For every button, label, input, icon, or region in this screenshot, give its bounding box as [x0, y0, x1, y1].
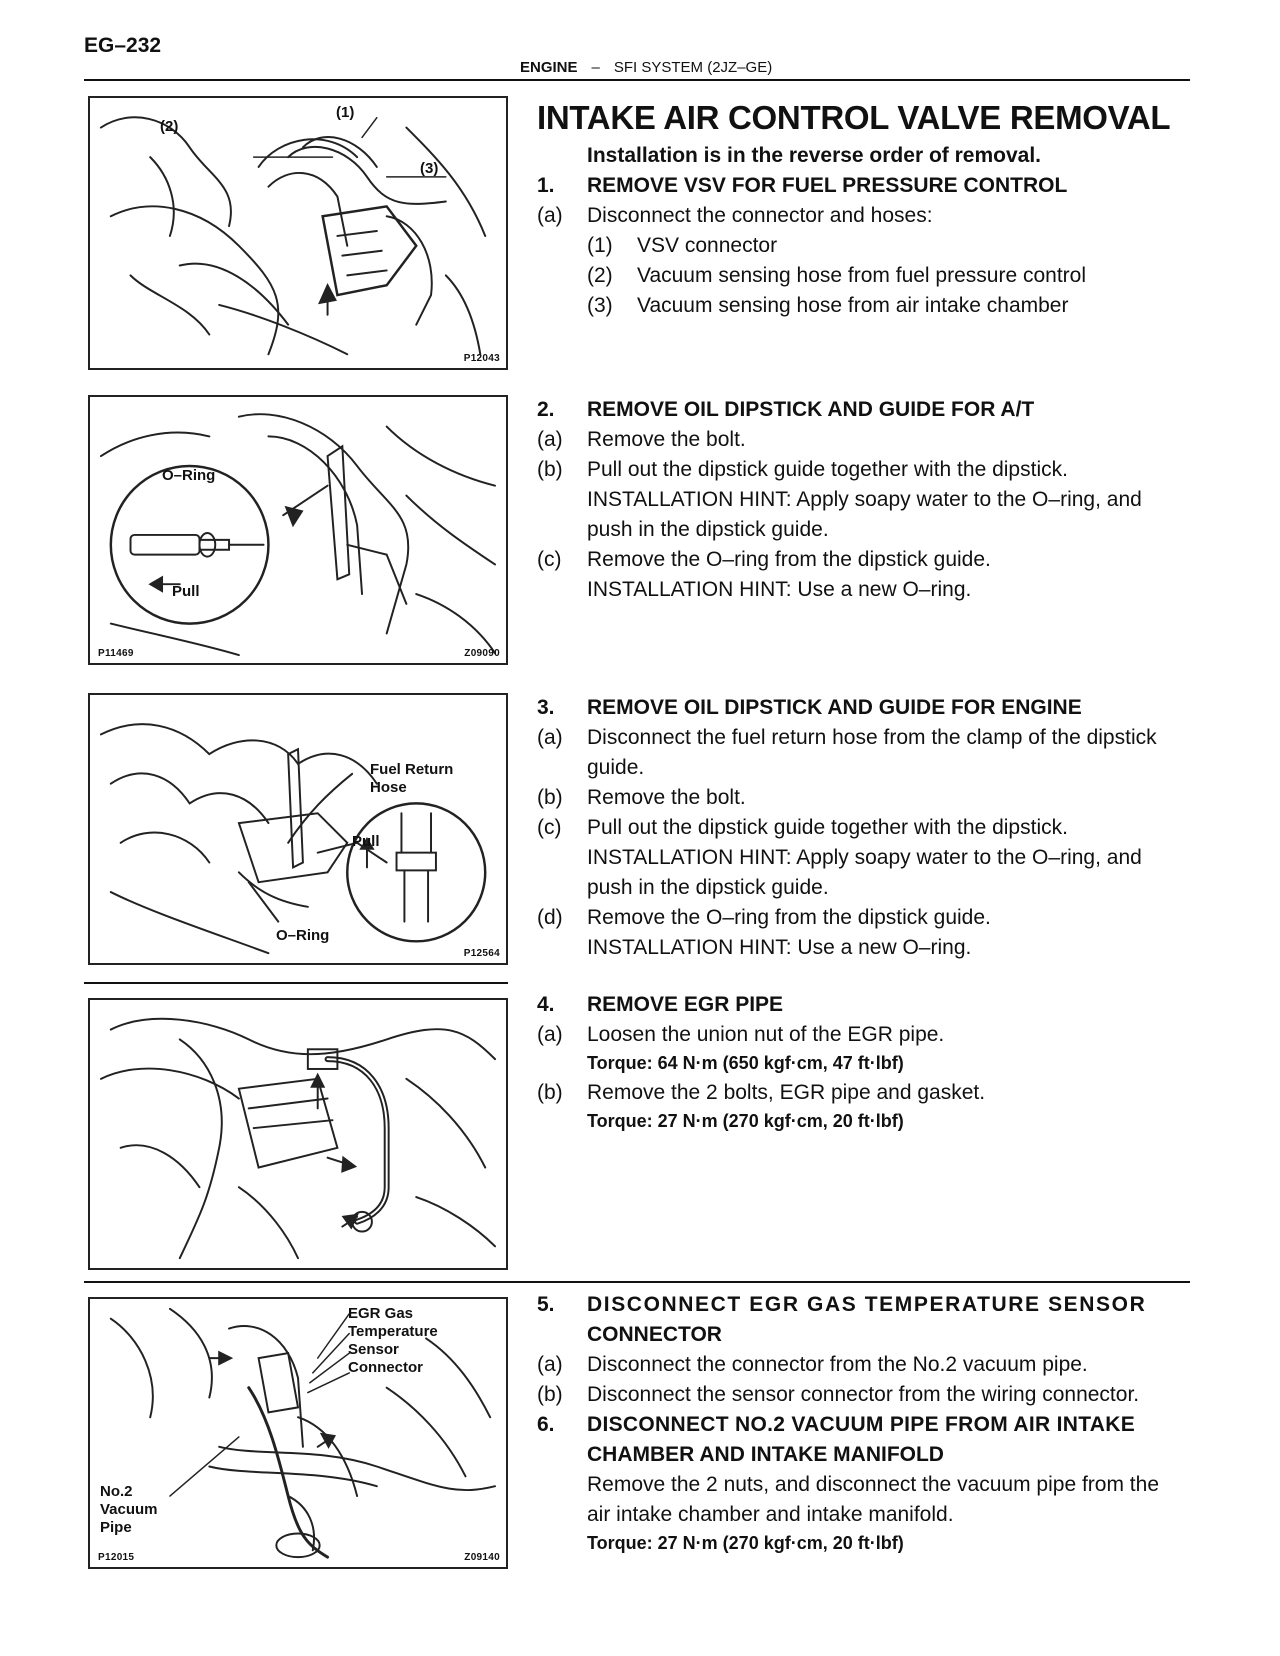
label-no2: No.2 [100, 1483, 133, 1500]
step-2c-mark: (c) [537, 548, 562, 571]
label-temperature: Temperature [348, 1323, 438, 1340]
step-2a-mark: (a) [537, 428, 563, 451]
figure-code-left: P12015 [98, 1552, 135, 1563]
intro-text: Installation is in the reverse order of … [587, 144, 1041, 167]
step-3-heading: REMOVE OIL DIPSTICK AND GUIDE FOR ENGINE [587, 696, 1082, 719]
step-3c-mark: (c) [537, 816, 562, 839]
step-3-number: 3. [537, 696, 555, 719]
step-5-heading-cont: CONNECTOR [587, 1323, 722, 1346]
step-2-heading: REMOVE OIL DIPSTICK AND GUIDE FOR A/T [587, 398, 1035, 421]
step-6-torque: Torque: 27 N·m (270 kgf·cm, 20 ft·lbf) [587, 1533, 904, 1553]
label-hose: Hose [370, 779, 407, 796]
page-title: INTAKE AIR CONTROL VALVE REMOVAL [537, 99, 1171, 136]
step-1a-mark: (a) [537, 204, 563, 227]
egr-pipe-illustration [99, 1017, 497, 1260]
callout-1: (1) [336, 104, 355, 121]
header-subsection: SFI SYSTEM (2JZ–GE) [613, 59, 773, 76]
figure-egr-sensor: EGR Gas Temperature Sensor Connector No.… [88, 1297, 508, 1569]
step-3d-hint: INSTALLATION HINT: Use a new O–ring. [587, 936, 972, 959]
step-4a-text: Loosen the union nut of the EGR pipe. [587, 1023, 945, 1046]
step-3c-text: Pull out the dipstick guide together wit… [587, 816, 1068, 839]
step-1-sub3-text: Vacuum sensing hose from air intake cham… [637, 294, 1069, 317]
step-1-sub2-text: Vacuum sensing hose from fuel pressure c… [637, 264, 1086, 287]
figure-code-right: Z09140 [464, 1552, 500, 1563]
step-5-heading: DISCONNECT EGR GAS TEMPERATURE SENSOR [587, 1293, 1147, 1316]
step-2b-hint: INSTALLATION HINT: Apply soapy water to … [587, 488, 1142, 511]
label-o-ring: O–Ring [162, 467, 216, 484]
step-5a-mark: (a) [537, 1353, 563, 1376]
step-4-number: 4. [537, 993, 555, 1016]
step-2b-mark: (b) [537, 458, 563, 481]
step-3c-hint-cont: push in the dipstick guide. [587, 876, 829, 899]
step-2b-hint-cont: push in the dipstick guide. [587, 518, 829, 541]
step-6-heading-cont: CHAMBER AND INTAKE MANIFOLD [587, 1443, 944, 1466]
step-6-text: Remove the 2 nuts, and disconnect the va… [587, 1473, 1159, 1496]
step-3a-text: Disconnect the fuel return hose from the… [587, 726, 1157, 749]
step-4b-mark: (b) [537, 1081, 563, 1104]
step-3a-text-cont: guide. [587, 756, 645, 779]
header-section: ENGINE [520, 59, 578, 76]
step-1-sub3-mark: (3) [587, 294, 613, 317]
step-3d-mark: (d) [537, 906, 563, 929]
step-3b-text: Remove the bolt. [587, 786, 746, 809]
dipstick-at-illustration [99, 413, 497, 657]
step-3a-mark: (a) [537, 726, 563, 749]
figure-code-right: Z09090 [464, 648, 500, 659]
step-1-number: 1. [537, 174, 555, 197]
step-5b-text: Disconnect the sensor connector from the… [587, 1383, 1140, 1406]
figure-dipstick-engine: Fuel Return Hose Pull O–Ring P12564 [88, 693, 508, 965]
step-1-sub1-mark: (1) [587, 234, 613, 257]
step-2c-hint: INSTALLATION HINT: Use a new O–ring. [587, 578, 972, 601]
figure-code: P12043 [463, 353, 500, 364]
label-egr-gas: EGR Gas [348, 1305, 414, 1322]
step-5-number: 5. [537, 1293, 555, 1316]
step-4a-mark: (a) [537, 1023, 563, 1046]
step-4-heading: REMOVE EGR PIPE [587, 993, 784, 1016]
running-header: ENGINE–SFI SYSTEM (2JZ–GE) [520, 59, 772, 76]
step-1a-text: Disconnect the connector and hoses: [587, 204, 933, 227]
label-pipe: Pipe [100, 1519, 132, 1536]
header-separator: – [591, 59, 600, 76]
step-2b-text: Pull out the dipstick guide together wit… [587, 458, 1068, 481]
step-1-sub1-text: VSV connector [637, 234, 778, 257]
step-5b-mark: (b) [537, 1383, 563, 1406]
step-4a-torque: Torque: 64 N·m (650 kgf·cm, 47 ft·lbf) [587, 1053, 904, 1073]
step-6-number: 6. [537, 1413, 555, 1436]
step-4b-torque: Torque: 27 N·m (270 kgf·cm, 20 ft·lbf) [587, 1111, 904, 1131]
step-2c-text: Remove the O–ring from the dipstick guid… [587, 548, 991, 571]
page-number: EG–232 [84, 34, 162, 57]
step-3d-text: Remove the O–ring from the dipstick guid… [587, 906, 991, 929]
label-vacuum: Vacuum [100, 1501, 158, 1518]
step-2-number: 2. [537, 398, 555, 421]
egr-sensor-illustration [109, 1307, 497, 1559]
label-o-ring: O–Ring [276, 927, 330, 944]
step-4b-text: Remove the 2 bolts, EGR pipe and gasket. [587, 1081, 986, 1104]
header-rule [84, 79, 1190, 81]
figure-code: P12564 [463, 948, 500, 959]
step-1-sub2-mark: (2) [587, 264, 613, 287]
label-sensor: Sensor [348, 1341, 399, 1358]
step-6-text-cont: air intake chamber and intake manifold. [587, 1503, 954, 1526]
label-pull: Pull [352, 833, 380, 850]
vsv-illustration [99, 116, 487, 356]
callout-2: (2) [160, 118, 179, 135]
section-rule [84, 1281, 1190, 1283]
figure-egr-pipe [88, 998, 508, 1270]
step-3c-hint: INSTALLATION HINT: Apply soapy water to … [587, 846, 1142, 869]
label-pull: Pull [172, 583, 200, 600]
callout-3: (3) [420, 160, 439, 177]
step-6-heading: DISCONNECT NO.2 VACUUM PIPE FROM AIR INT… [587, 1413, 1136, 1436]
step-3b-mark: (b) [537, 786, 563, 809]
label-connector: Connector [348, 1359, 423, 1376]
figure-code-left: P11469 [98, 648, 134, 659]
dipstick-engine-illustration [99, 723, 487, 955]
step-1-heading: REMOVE VSV FOR FUEL PRESSURE CONTROL [587, 174, 1068, 197]
section-rule [84, 982, 508, 984]
label-fuel-return: Fuel Return [370, 761, 454, 778]
figure-vsv-removal: (2) (1) (3) P12043 [88, 96, 508, 370]
step-2a-text: Remove the bolt. [587, 428, 746, 451]
step-5a-text: Disconnect the connector from the No.2 v… [587, 1353, 1088, 1376]
figure-dipstick-at: O–Ring Pull P11469 Z09090 [88, 395, 508, 665]
